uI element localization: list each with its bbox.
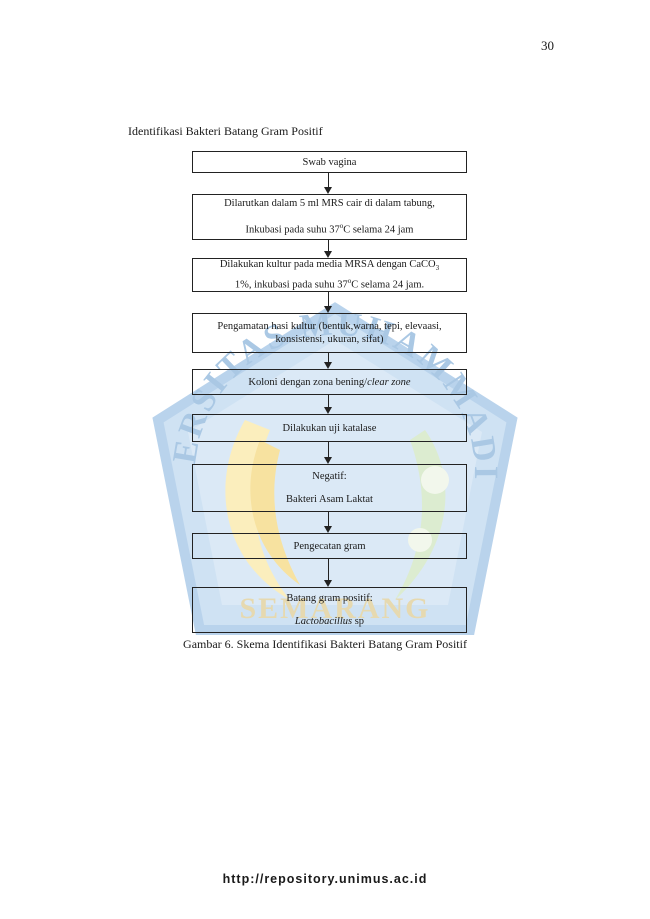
- seal-left-wreath: [225, 420, 290, 600]
- identification-flowchart: Swab vagina Dilarutkan dalam 5 ml MRS ca…: [192, 151, 467, 633]
- step-mrsa-culture: Dilakukan kultur pada media MRSA dengan …: [192, 258, 467, 292]
- step-dilution-incubation: Dilarutkan dalam 5 ml MRS cair di dalam …: [192, 194, 467, 240]
- university-seal-watermark: UNIVERSITAS MUHAMMADIYAH SEMARANG: [150, 300, 518, 635]
- connector-3: [328, 292, 329, 306]
- arrowhead-2: [324, 251, 332, 258]
- repository-url: http://repository.unimus.ac.id: [222, 872, 428, 886]
- page-number: 30: [541, 38, 554, 53]
- dilution-line-1: Dilarutkan dalam 5 ml MRS cair di dalam …: [224, 198, 435, 210]
- connector-1: [328, 173, 329, 187]
- seal-right-flower: [421, 466, 449, 494]
- connector-2: [328, 240, 329, 251]
- connector-4: [328, 353, 329, 362]
- connector-8: [328, 559, 329, 580]
- observation-line-2: konsistensi, ukuran, sifat): [275, 334, 384, 345]
- culture-line-1: Dilakukan kultur pada media MRSA dengan …: [219, 259, 440, 273]
- result-line-2: Lactobacillus sp: [294, 616, 365, 627]
- arrowhead-1: [324, 187, 332, 194]
- step-catalase-test: Dilakukan uji katalase: [192, 414, 467, 442]
- negative-line-1: Negatif:: [312, 471, 347, 482]
- swab-label: Swab vagina: [302, 156, 357, 168]
- catalase-label: Dilakukan uji katalase: [282, 422, 377, 434]
- step-gram-staining: Pengecatan gram: [192, 533, 467, 559]
- step-swab-vagina: Swab vagina: [192, 151, 467, 173]
- connector-5: [328, 395, 329, 407]
- figure-caption: Gambar 6. Skema Identifikasi Bakteri Bat…: [183, 637, 467, 651]
- arrowhead-5: [324, 407, 332, 414]
- arrowhead-7: [324, 526, 332, 533]
- colony-label: Koloni dengan zona bening/clear zone: [248, 376, 411, 388]
- section-heading: Identifikasi Bakteri Batang Gram Positif: [128, 124, 323, 138]
- dilution-line-2: Inkubasi pada suhu 37oC selama 24 jam: [245, 222, 414, 236]
- seal-left-wreath-inner: [250, 440, 300, 585]
- step-clear-zone-colony: Koloni dengan zona bening/clear zone: [192, 369, 467, 395]
- connector-6: [328, 442, 329, 457]
- step-negative-lab: Negatif: Bakteri Asam Laktat: [192, 464, 467, 512]
- step-result-lactobacillus: Batang gram positif: Lactobacillus sp: [192, 587, 467, 633]
- culture-line-2: 1%, inkubasi pada suhu 37oC selama 24 ja…: [234, 277, 425, 291]
- arrowhead-6: [324, 457, 332, 464]
- gram-stain-label: Pengecatan gram: [293, 540, 366, 552]
- arrowhead-8: [324, 580, 332, 587]
- arrowhead-4: [324, 362, 332, 369]
- seal-right-flower-2: [408, 528, 432, 552]
- arrowhead-3: [324, 306, 332, 313]
- observation-line-1: Pengamatan hasi kultur (bentuk,warna, te…: [217, 321, 442, 332]
- seal-city-text: SEMARANG: [239, 592, 430, 625]
- negative-line-2: Bakteri Asam Laktat: [286, 494, 373, 505]
- connector-7: [328, 512, 329, 526]
- step-culture-observation: Pengamatan hasi kultur (bentuk,warna, te…: [192, 313, 467, 353]
- result-line-1: Batang gram positif:: [286, 593, 373, 604]
